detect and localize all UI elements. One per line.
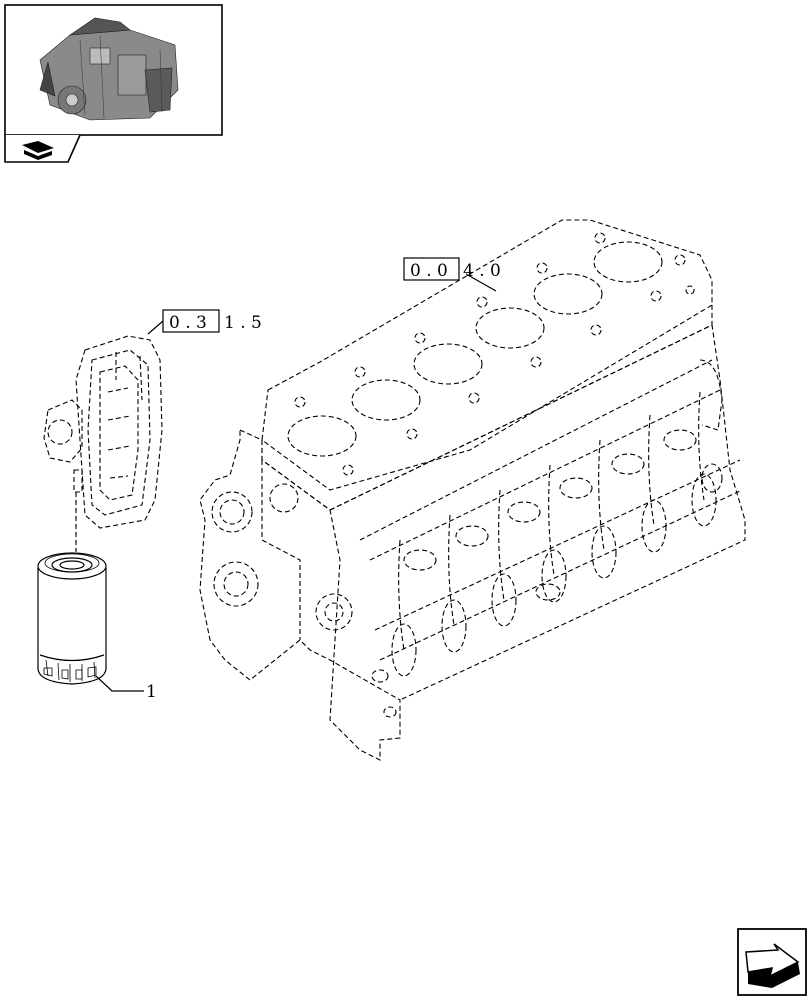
next-page-arrow-icon[interactable] xyxy=(737,928,807,996)
block-leader-line xyxy=(465,273,497,292)
filter-item-callout[interactable]: 1 xyxy=(95,675,157,702)
engine-thumbnail-icon[interactable] xyxy=(4,4,223,136)
filter-item-number: 1 xyxy=(146,682,157,702)
block-reference-callout[interactable]: 0 . 0 4 . 0 xyxy=(403,257,501,292)
filter-support-bracket xyxy=(43,335,163,529)
block-ref-rest-text: 4 . 0 xyxy=(463,261,501,281)
book-icon[interactable] xyxy=(4,134,81,163)
block-ref-boxed-text: 0 . 0 xyxy=(410,261,448,281)
support-leader-line xyxy=(147,320,164,335)
block-ref-box xyxy=(403,257,460,281)
engine-block xyxy=(199,219,746,761)
support-ref-boxed-text: 0 . 3 xyxy=(169,313,207,333)
oil-filter xyxy=(37,552,107,685)
support-reference-callout[interactable]: 0 . 3 1 . 5 xyxy=(147,309,262,335)
filter-leader-line xyxy=(95,675,144,692)
support-ref-rest-text: 1 . 5 xyxy=(224,313,262,333)
